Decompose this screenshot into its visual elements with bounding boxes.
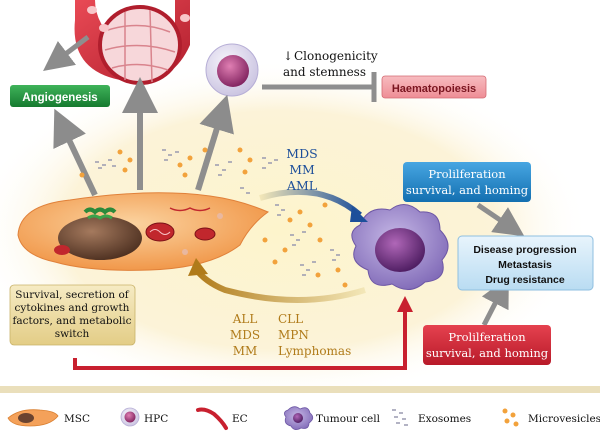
svg-text:MDS: MDS: [286, 146, 317, 161]
svg-text:survival, and homing: survival, and homing: [406, 183, 529, 197]
legend-hpc-label: HPC: [144, 413, 168, 425]
legend-microvesicles-icon: [502, 408, 519, 427]
mds-arrow: [259, 188, 362, 218]
svg-text:cytokines and growth: cytokines and growth: [15, 302, 130, 314]
proliferation-bottom-box: Prolilferation survival, and homing: [423, 325, 551, 365]
svg-text:Haematopoiesis: Haematopoiesis: [392, 83, 476, 95]
legend-exosomes-label: Exosomes: [418, 413, 471, 425]
svg-text:factors, and metabolic: factors, and metabolic: [12, 315, 131, 327]
svg-text:MM: MM: [289, 162, 315, 177]
svg-text:CLL: CLL: [278, 312, 303, 326]
legend-ec-label: EC: [232, 413, 248, 425]
svg-text:Disease progression: Disease progression: [473, 244, 576, 256]
inhibition-line: [262, 72, 377, 102]
legend-tumour-label: Tumour cell: [316, 413, 381, 425]
svg-text:Prolilferation: Prolilferation: [428, 167, 506, 181]
clonogenicity-label: ↓ Clonogenicity and stemness: [283, 49, 378, 79]
microvesicle-scatter: [79, 147, 348, 288]
survival-box: Survival, secretion of cytokines and gro…: [9, 284, 136, 346]
proliferation-top-box: Prolilferation survival, and homing: [403, 162, 531, 202]
svg-text:Lymphomas: Lymphomas: [278, 344, 351, 358]
disease-labels-left: ALL MDS MM: [230, 312, 260, 358]
background-glow: [0, 60, 590, 400]
svg-text:survival, and homing: survival, and homing: [426, 346, 549, 360]
all-arrow-head: [188, 258, 208, 276]
angiogenesis-label: Angiogenesis: [22, 92, 97, 104]
tumour-cell-illustration: [351, 204, 449, 290]
legend-exosomes-icon: [392, 409, 408, 426]
msc-cell-illustration: [17, 192, 270, 271]
legend-bar: MSC HPC EC Tumour cell Exosomes Microves…: [0, 386, 600, 441]
angiogenesis-box: Angiogenesis: [10, 85, 110, 107]
hpc-cell-illustration: [205, 43, 259, 97]
down-arrow-glyph: ↓: [283, 49, 293, 63]
svg-text:Prolilferation: Prolilferation: [448, 330, 526, 344]
svg-text:MPN: MPN: [278, 328, 309, 342]
svg-text:AML: AML: [286, 178, 317, 193]
progression-arrows: [476, 202, 525, 327]
red-feedback-arrow: [73, 296, 413, 370]
legend-microvesicles-label: Microvesicles: [528, 413, 600, 425]
disease-labels-right: CLL MPN Lymphomas: [278, 312, 351, 358]
haematopoiesis-box: Haematopoiesis: [381, 75, 487, 99]
legend-ec-icon: [196, 407, 228, 430]
svg-text:Drug resistance: Drug resistance: [485, 274, 565, 286]
exosome-scatter: [95, 149, 340, 276]
msc-output-arrows: [43, 35, 234, 197]
svg-text:Metastasis: Metastasis: [498, 259, 552, 271]
legend-msc-label: MSC: [64, 413, 90, 425]
svg-text:Survival, secretion of: Survival, secretion of: [15, 289, 130, 301]
mds-mm-aml-labels: MDS MM AML: [286, 146, 318, 193]
mds-arrow-head: [350, 206, 368, 222]
svg-text:and stemness: and stemness: [283, 65, 366, 79]
svg-text:Clonogenicity: Clonogenicity: [294, 49, 378, 63]
svg-text:MDS: MDS: [230, 328, 260, 342]
svg-text:ALL: ALL: [232, 312, 258, 326]
svg-text:switch: switch: [55, 328, 90, 340]
svg-text:MM: MM: [233, 344, 258, 358]
outcome-box: Disease progression Metastasis Drug resi…: [457, 235, 594, 291]
all-arrow: [192, 266, 366, 303]
